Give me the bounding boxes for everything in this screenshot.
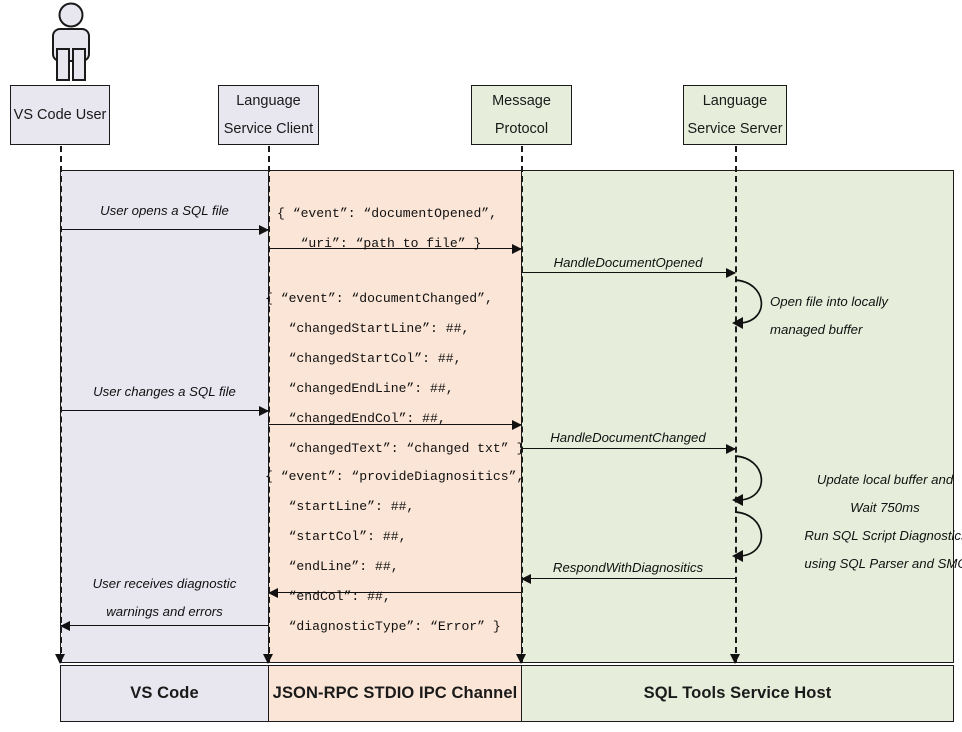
self-message-line2: using SQL Parser and SMO: [804, 556, 962, 571]
payload-provide-diagnostics: { “event”: “provideDiagnositics”, “start…: [265, 469, 525, 634]
message-label-line2: warnings and errors: [106, 604, 223, 619]
footer-box-ipc-channel[interactable]: JSON-RPC STDIO IPC Channel: [268, 665, 522, 722]
terminator-arrow-server: [730, 654, 740, 664]
message-label-respond-with-diagnostics: RespondWithDiagnositics: [552, 560, 704, 575]
footer-label: JSON-RPC STDIO IPC Channel: [272, 684, 518, 702]
message-arrow-user-opens: [61, 224, 269, 235]
footer-box-vs-code[interactable]: VS Code: [60, 665, 269, 722]
message-label-user-receives: User receives diagnostic warnings and er…: [60, 570, 269, 626]
message-arrow-user-receives: [60, 620, 268, 631]
self-message-line1: Run SQL Script Diagnostics: [804, 528, 962, 543]
self-loop-update-buffer: [732, 455, 763, 506]
terminator-arrow-vs-code-user: [55, 654, 65, 664]
message-arrow-respond-with-diagnostics: [521, 573, 735, 584]
lifeline-language-service-server: [735, 146, 737, 673]
lifeline-language-service-client: [268, 146, 270, 673]
message-label-user-changes: User changes a SQL file: [93, 384, 236, 399]
self-message-run-diagnostics: Run SQL Script Diagnostics using SQL Par…: [766, 522, 962, 578]
self-message-open-file: Open file into locally managed buffer: [770, 288, 962, 344]
message-arrow-handle-document-opened: [522, 267, 736, 278]
self-loop-open-file: [732, 279, 763, 329]
participant-label-line2: Service Client: [223, 120, 314, 137]
participant-label-line2: Service Server: [687, 120, 783, 137]
self-message-line1: Update local buffer and: [816, 472, 954, 487]
band-service-host: [521, 170, 954, 663]
footer-box-service-host[interactable]: SQL Tools Service Host: [521, 665, 954, 722]
vs-code-user-actor: [36, 2, 106, 87]
participant-label-line1: Language: [702, 93, 768, 109]
message-arrow-client-to-protocol-changed: [269, 419, 522, 430]
participant-language-service-client[interactable]: Language Service Client: [218, 85, 319, 145]
band-vs-code: [60, 170, 269, 663]
message-arrow-protocol-to-client: [268, 587, 521, 598]
participant-label-line1: Message: [492, 93, 551, 109]
payload-document-changed: { “event”: “documentChanged”, “changedSt…: [265, 291, 525, 456]
self-message-line1: Open file into locally: [770, 294, 889, 309]
terminator-arrow-client: [263, 654, 273, 664]
message-label-line1: User receives diagnostic: [92, 576, 237, 591]
message-arrow-handle-document-changed: [522, 443, 736, 454]
self-message-update-wait: Update local buffer and Wait 750ms: [770, 466, 962, 522]
footer-label: VS Code: [130, 684, 199, 702]
lifeline-vs-code-user: [60, 146, 62, 673]
self-loop-run-diagnostics: [732, 511, 763, 562]
band-ipc-channel: [268, 170, 522, 663]
self-message-line2: Wait 750ms: [850, 500, 920, 515]
message-label-user-opens: User opens a SQL file: [100, 203, 229, 218]
footer-label: SQL Tools Service Host: [643, 684, 832, 702]
terminator-arrow-protocol: [516, 654, 526, 664]
message-arrow-user-changes: [61, 405, 269, 416]
participant-label-line2: Protocol: [494, 120, 549, 137]
participant-message-protocol[interactable]: Message Protocol: [471, 85, 572, 145]
message-label-handle-document-changed: HandleDocumentChanged: [550, 430, 706, 445]
message-arrow-client-to-protocol-opened: [269, 243, 522, 254]
self-message-line2: managed buffer: [770, 322, 863, 337]
message-label-handle-document-opened: HandleDocumentOpened: [553, 255, 703, 270]
payload-document-opened: { “event”: “documentOpened”, “uri”: “pat…: [277, 206, 498, 251]
lifeline-message-protocol: [521, 146, 523, 673]
participant-language-service-server[interactable]: Language Service Server: [683, 85, 787, 145]
participant-label-line1: VS Code User: [13, 106, 107, 123]
participant-label-line1: Language: [236, 93, 301, 109]
participant-vs-code-user[interactable]: VS Code User: [10, 85, 110, 145]
